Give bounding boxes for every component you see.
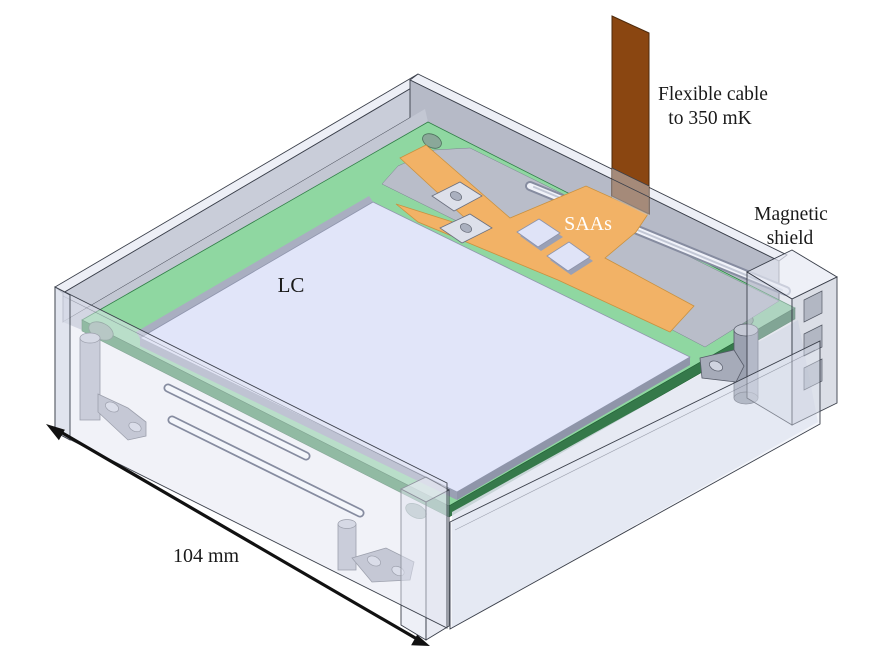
flexible-cable-label-line1: Flexible cable xyxy=(658,84,768,105)
lc-label: LC xyxy=(278,273,305,297)
annotations: Flexible cable to 350 mK Magnetic shield… xyxy=(173,84,828,567)
shield-right-end-wall xyxy=(746,249,838,426)
flexible-cable xyxy=(611,15,650,216)
flex-clamp-hole-2 xyxy=(459,223,473,233)
shield-inner-ledge xyxy=(63,109,428,330)
saa-chip-1 xyxy=(516,218,561,248)
flexible-cable-label-line2: to 350 mK xyxy=(668,108,751,129)
shield-front-walls xyxy=(54,286,821,630)
front-left-wall-inner-edge xyxy=(62,295,442,486)
dimension-arrowhead-left xyxy=(46,424,65,441)
lc-front-right-edge xyxy=(457,357,690,500)
pcb-hole-back xyxy=(422,133,442,149)
saas-label: SAAs xyxy=(564,213,612,235)
magnetic-shield-label-line1: Magnetic xyxy=(754,204,828,225)
lc-carrier-sliver xyxy=(136,196,373,338)
right-wall-slot-1 xyxy=(803,290,823,323)
cable-behind-shield-tint xyxy=(612,168,649,216)
dimension-arrow-shaft xyxy=(58,429,418,641)
bracket-right-hole xyxy=(709,360,723,372)
shield-rim-line-over-cable-1 xyxy=(611,167,650,187)
saa-chip-2 xyxy=(546,241,591,272)
shield-floor xyxy=(452,320,818,628)
front-wall-slot-1 xyxy=(165,385,309,459)
front-wall-slot-2 xyxy=(169,417,363,516)
front-wall-slots xyxy=(163,383,365,518)
magnetic-shield-label-line2: shield xyxy=(767,228,814,249)
dimension-label: 104 mm xyxy=(173,545,240,567)
dimension-arrow xyxy=(46,424,430,646)
front-right-wall xyxy=(449,340,821,630)
flex-clamp-hole-1 xyxy=(449,191,463,201)
left-end-sliver xyxy=(54,286,71,441)
front-right-wall-inner-edge xyxy=(454,349,816,531)
dimension-arrowhead-right xyxy=(411,634,430,646)
right-wall-slot-3 xyxy=(803,358,823,391)
shield-rim-line-over-cable-2 xyxy=(611,178,650,198)
flex-circuit xyxy=(395,144,695,333)
